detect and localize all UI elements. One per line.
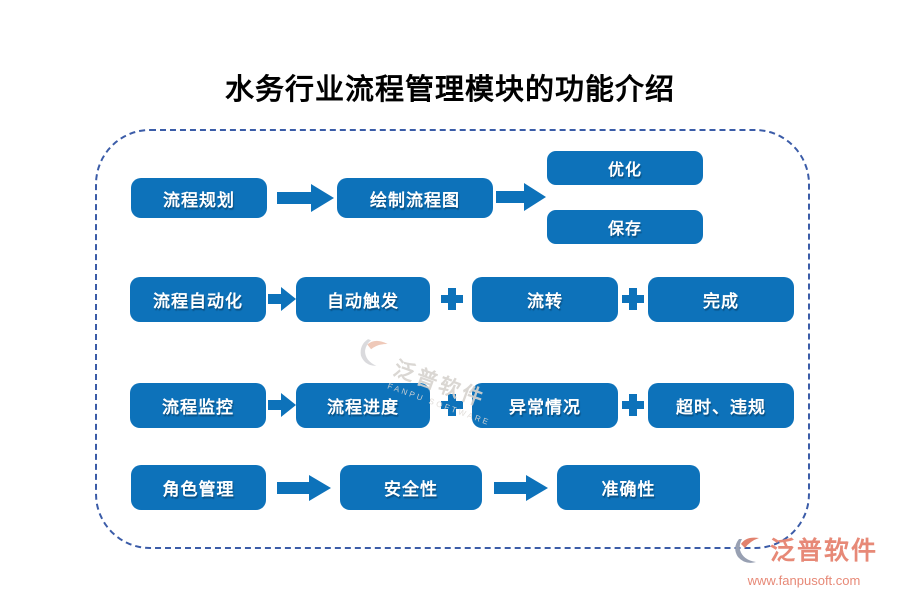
footer-brand: 泛普软件 www.fanpusoft.com <box>730 532 878 588</box>
footer-brand-text: 泛普软件 <box>769 538 878 565</box>
flow-box-draw-flowchart: 绘制流程图 <box>337 178 493 218</box>
flow-box-auto-trigger: 自动触发 <box>296 277 430 322</box>
plus-icon <box>622 288 644 310</box>
flow-box-optimize: 优化 <box>547 151 703 185</box>
dashed-frame <box>95 129 810 549</box>
flow-box-process-monitoring: 流程监控 <box>130 383 266 428</box>
page-title: 水务行业流程管理模块的功能介绍 <box>224 74 675 106</box>
arrow-right-icon <box>277 473 331 503</box>
arrow-right-icon <box>268 285 296 313</box>
arrow-right-icon <box>277 182 334 214</box>
plus-icon <box>441 394 463 416</box>
flow-box-save: 保存 <box>547 210 703 244</box>
plus-icon <box>441 288 463 310</box>
flow-box-role-management: 角色管理 <box>131 465 266 510</box>
flow-box-process-planning: 流程规划 <box>131 178 267 218</box>
flow-box-timeout-violation: 超时、违规 <box>648 383 794 428</box>
footer-website-text: www.fanpusoft.com <box>747 573 861 588</box>
flow-box-security: 安全性 <box>340 465 482 510</box>
flow-box-process-automation: 流程自动化 <box>130 277 266 322</box>
flow-box-circulation: 流转 <box>472 277 618 322</box>
fanpu-logo-icon <box>730 532 766 571</box>
flow-box-complete: 完成 <box>648 277 794 322</box>
flow-box-accuracy: 准确性 <box>557 465 700 510</box>
plus-icon <box>622 394 644 416</box>
arrow-right-icon <box>496 181 546 213</box>
flow-box-abnormal-situation: 异常情况 <box>472 383 618 428</box>
arrow-right-icon <box>494 473 548 503</box>
arrow-right-icon <box>268 391 296 419</box>
flow-box-process-progress: 流程进度 <box>296 383 430 428</box>
